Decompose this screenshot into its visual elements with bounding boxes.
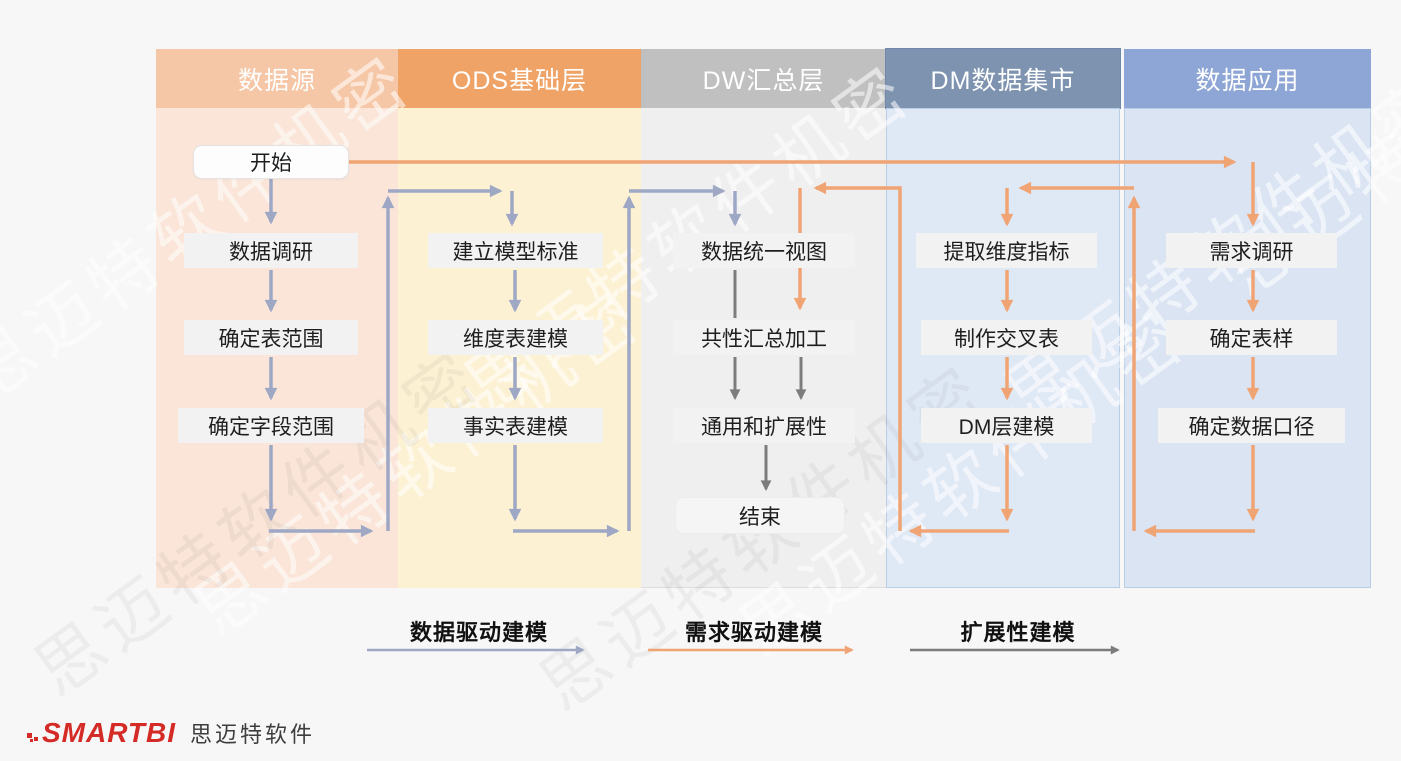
general-extensibility-box: 通用和扩展性 (673, 408, 855, 443)
model-standard-box: 建立模型标准 (428, 233, 603, 268)
column-header-datasource: 数据源 (156, 49, 398, 108)
data-survey-box: 数据调研 (184, 233, 358, 268)
dm-layer-modeling-box: DM层建模 (921, 408, 1092, 443)
data-driven-arrows (264, 179, 742, 655)
smartbi-company-text: 思迈特软件 (190, 722, 316, 747)
data-caliber-box: 确定数据口径 (1158, 408, 1345, 443)
legend-data-driven-label: 数据驱动建模 (409, 620, 548, 645)
unified-data-view-box: 数据统一视图 (673, 233, 855, 268)
smartbi-logo-mark-icon (26, 712, 42, 742)
requirement-survey-box: 需求调研 (1166, 233, 1337, 268)
table-style-box: 确定表样 (1166, 320, 1337, 355)
smartbi-brand-text: SMARTBI (42, 717, 177, 748)
field-scope-box: 确定字段范围 (178, 408, 364, 443)
end-box: 结束 (675, 497, 845, 534)
extensibility-arrows (729, 270, 1120, 655)
demand-driven-arrows (347, 155, 1260, 655)
start-box: 开始 (193, 145, 349, 179)
extract-dimension-metric-box: 提取维度指标 (916, 233, 1097, 268)
legend-demand-driven-label: 需求驱动建模 (684, 620, 823, 645)
crosstab-box: 制作交叉表 (921, 320, 1092, 355)
smartbi-logo: SMARTBI 思迈特软件 (26, 712, 315, 749)
table-scope-box: 确定表范围 (184, 320, 358, 355)
fact-table-modeling-box: 事实表建模 (428, 408, 603, 443)
column-header-dm-data-mart: DM数据集市 (885, 48, 1121, 109)
column-header-ods-base-layer: ODS基础层 (398, 49, 641, 108)
common-summary-box: 共性汇总加工 (673, 320, 855, 355)
column-header-data-application: 数据应用 (1124, 49, 1371, 108)
dimension-table-modeling-box: 维度表建模 (428, 320, 603, 355)
column-header-dw-summary-layer: DW汇总层 (641, 49, 886, 108)
legend-extensibility-label: 扩展性建模 (960, 620, 1076, 645)
